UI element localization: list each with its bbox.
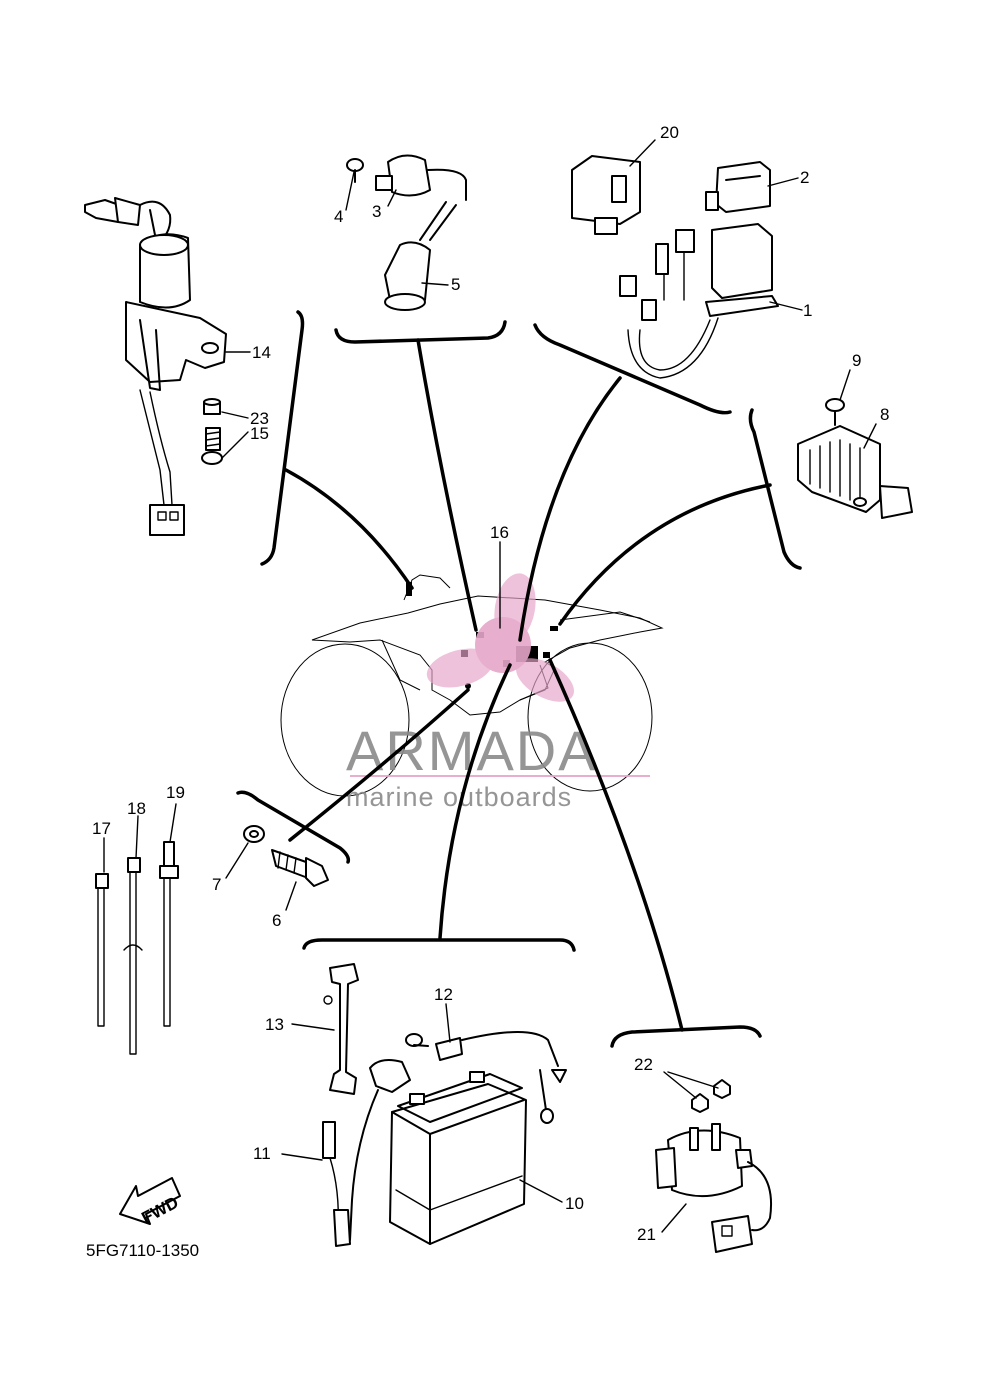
callout-22: 22 <box>634 1055 653 1074</box>
cdi-unit-part-1 <box>619 223 779 379</box>
connector-part-2 <box>705 161 771 213</box>
callout-6: 6 <box>272 911 281 930</box>
callout-2: 2 <box>800 168 809 187</box>
group-brackets <box>236 310 802 1048</box>
callout-13: 13 <box>265 1015 284 1034</box>
battery-bolt-part-12 <box>405 1031 567 1124</box>
starter-relay-part <box>655 1079 772 1253</box>
callout-5: 5 <box>451 275 460 294</box>
callout-4: 4 <box>334 207 343 226</box>
callout-1: 1 <box>803 301 812 320</box>
forward-direction-arrow: FWD <box>119 1177 182 1228</box>
callout-23: 23 <box>250 409 269 428</box>
callout-leaders <box>103 139 877 1233</box>
callout-20: 20 <box>660 123 679 142</box>
callout-15: 15 <box>250 424 269 443</box>
battery-cable-part-11 <box>322 1059 411 1247</box>
watermark-brand: ARMADA <box>346 719 598 782</box>
rectifier-regulator-part <box>797 398 913 519</box>
callout-7: 7 <box>212 875 221 894</box>
ignition-coil-part <box>346 154 467 311</box>
leader-lines <box>284 338 772 1032</box>
callout-3: 3 <box>372 202 381 221</box>
callout-18: 18 <box>127 799 146 818</box>
callout-16: 16 <box>490 523 509 542</box>
callout-19: 19 <box>166 783 185 802</box>
battery-band-part-13 <box>323 963 359 1095</box>
callout-8: 8 <box>880 405 889 424</box>
callout-14: 14 <box>252 343 271 362</box>
cable-tie-parts <box>95 841 179 1055</box>
callout-12: 12 <box>434 985 453 1004</box>
callout-labels: 1 2 3 4 5 6 7 8 9 10 11 12 13 14 15 16 1… <box>92 123 889 1244</box>
main-switch-part <box>84 197 227 536</box>
callout-11: 11 <box>253 1144 271 1163</box>
callout-9: 9 <box>852 351 861 370</box>
callout-21: 21 <box>637 1225 656 1244</box>
relay-part-20 <box>571 155 641 235</box>
neutral-switch-parts <box>243 825 329 887</box>
washer-and-bolt-parts <box>201 398 223 465</box>
callout-10: 10 <box>565 1194 584 1213</box>
diagram-part-code: 5FG7110-1350 <box>86 1241 199 1260</box>
propeller-icon <box>426 573 574 702</box>
callout-17: 17 <box>92 819 111 838</box>
battery-part-10 <box>389 1071 527 1245</box>
